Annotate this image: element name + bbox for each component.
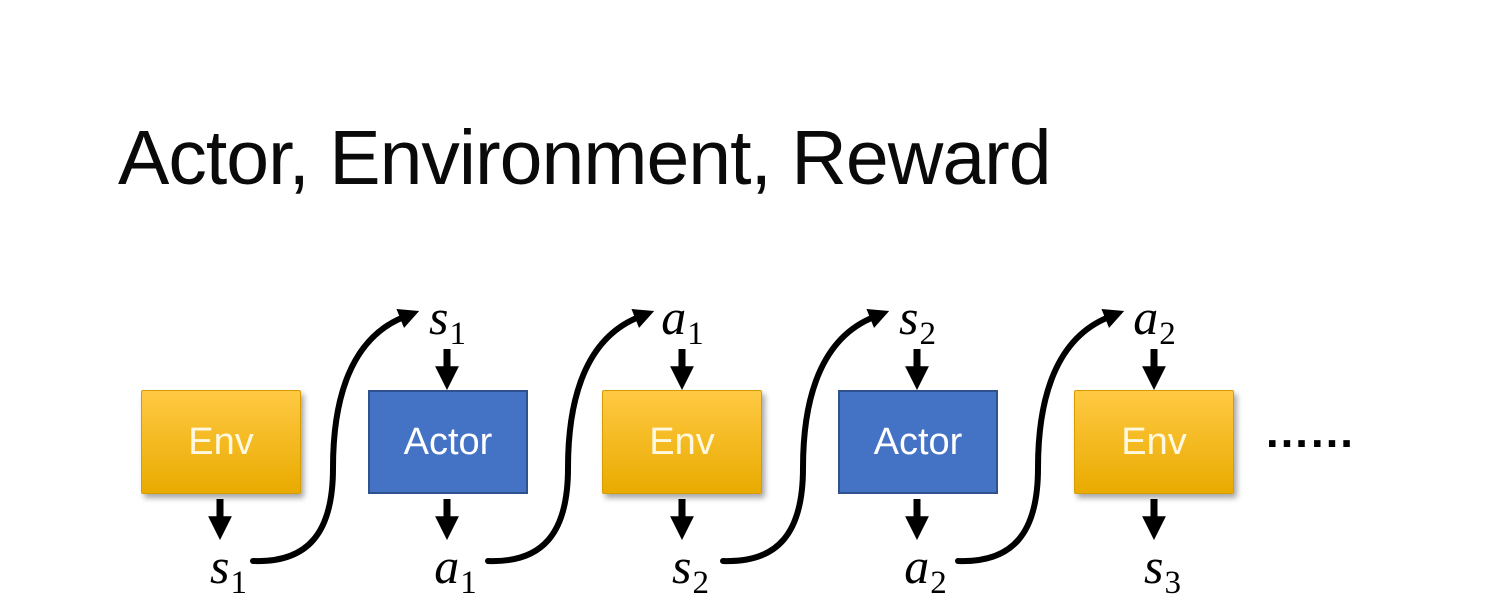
bottom-label-s1: s1	[210, 538, 247, 600]
top-label-s1-main: s	[429, 289, 449, 345]
top-label-a2-main: a	[1133, 289, 1159, 345]
bottom-label-s1-sub: 1	[230, 565, 247, 601]
bottom-label-s1-main: s	[210, 538, 230, 594]
continuation-ellipsis: ……	[1264, 405, 1355, 457]
page-title: Actor, Environment, Reward	[118, 115, 1052, 201]
bottom-label-s2-sub: 2	[692, 565, 709, 601]
env-box-2-label: Env	[649, 421, 715, 463]
top-label-a1: a1	[661, 289, 704, 351]
top-label-a1-main: a	[661, 289, 687, 345]
bottom-label-a1: a1	[434, 538, 477, 600]
bottom-label-a1-main: a	[434, 538, 460, 594]
env-box-1-label: Env	[188, 421, 254, 463]
env-box-3: Env	[1074, 390, 1234, 494]
bottom-label-s2: s2	[672, 538, 709, 600]
bottom-label-s3: s3	[1144, 538, 1181, 600]
curve-arrow-icon	[720, 309, 890, 565]
top-label-s2-main: s	[899, 289, 919, 345]
top-label-a2-sub: 2	[1159, 316, 1176, 352]
env-box-3-label: Env	[1121, 421, 1187, 463]
bottom-label-a1-sub: 1	[460, 565, 477, 601]
curve-arrow-icon	[485, 309, 655, 565]
bottom-label-s3-main: s	[1144, 538, 1164, 594]
top-label-s1: s1	[429, 289, 466, 351]
top-label-s2-sub: 2	[919, 316, 936, 352]
bottom-label-a2: a2	[904, 538, 947, 600]
curve-arrow-icon	[955, 309, 1125, 565]
actor-box-2: Actor	[838, 390, 998, 494]
bottom-label-s2-main: s	[672, 538, 692, 594]
actor-box-2-label: Actor	[873, 421, 963, 463]
bottom-label-s3-sub: 3	[1164, 565, 1181, 601]
actor-box-1: Actor	[368, 390, 528, 494]
top-label-s2: s2	[899, 289, 936, 351]
env-box-2: Env	[602, 390, 762, 494]
curve-arrow-icon	[250, 309, 420, 565]
top-label-s1-sub: 1	[449, 316, 466, 352]
bottom-label-a2-main: a	[904, 538, 930, 594]
top-label-a1-sub: 1	[687, 316, 704, 352]
top-label-a2: a2	[1133, 289, 1176, 351]
bottom-label-a2-sub: 2	[930, 565, 947, 601]
env-box-1: Env	[141, 390, 301, 494]
actor-box-1-label: Actor	[403, 421, 493, 463]
